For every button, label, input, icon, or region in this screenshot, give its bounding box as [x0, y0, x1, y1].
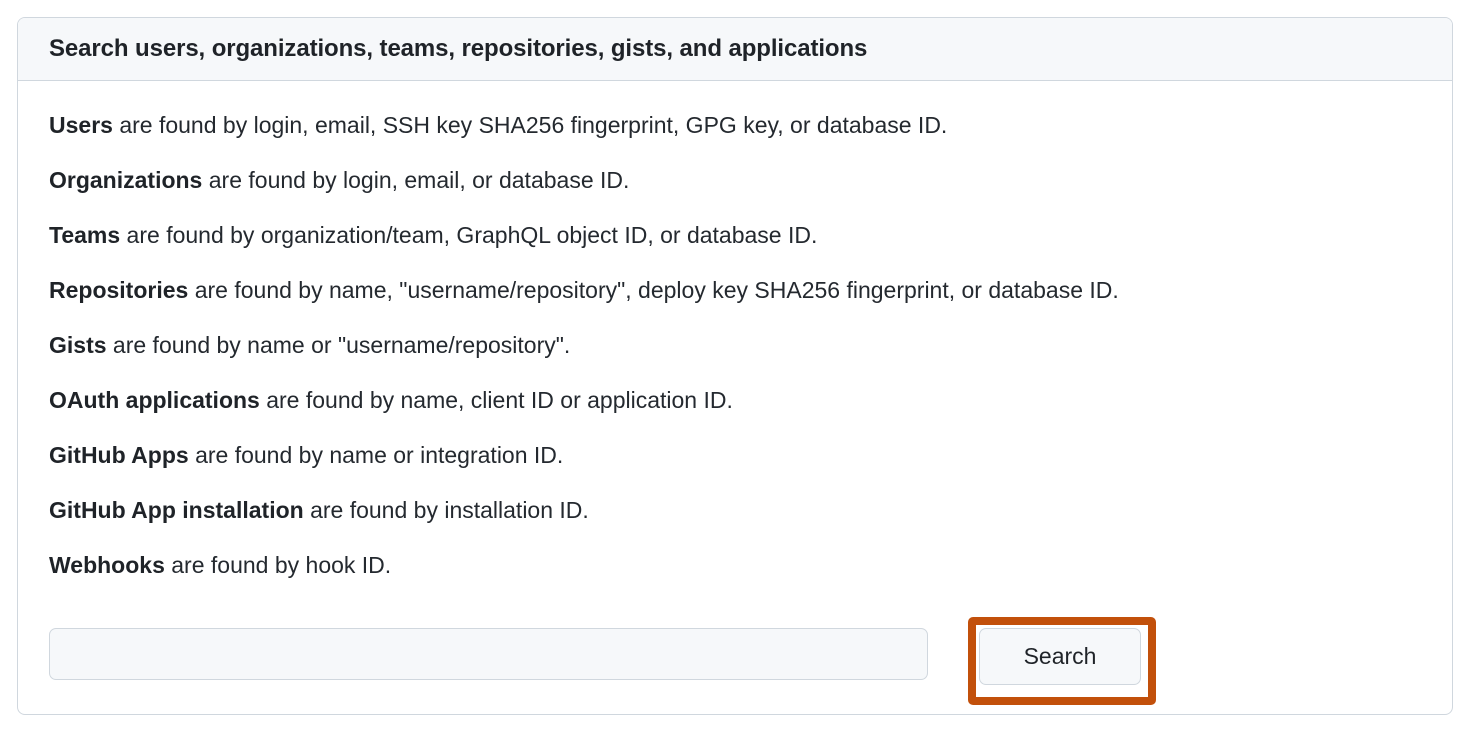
- term-teams-description: are found by organization/team, GraphQL …: [120, 222, 818, 248]
- term-gists: Gists: [49, 332, 107, 358]
- term-github-app-installation: GitHub App installation: [49, 497, 304, 523]
- term-github-apps-description: are found by name or integration ID.: [188, 442, 564, 468]
- term-webhooks: Webhooks: [49, 552, 165, 578]
- search-row: Search: [49, 617, 1421, 705]
- description-line-gists: Gists are found by name or "username/rep…: [49, 318, 1421, 373]
- term-webhooks-description: are found by hook ID.: [164, 552, 392, 578]
- description-line-webhooks: Webhooks are found by hook ID.: [49, 538, 1421, 593]
- term-teams: Teams: [49, 222, 121, 248]
- description-line-github-app-installation: GitHub App installation are found by ins…: [49, 483, 1421, 538]
- term-users-description: are found by login, email, SSH key SHA25…: [112, 112, 948, 138]
- description-line-users: Users are found by login, email, SSH key…: [49, 98, 1421, 153]
- term-oauth-applications: OAuth applications: [49, 387, 260, 413]
- term-oauth-applications-description: are found by name, client ID or applicat…: [259, 387, 733, 413]
- term-users: Users: [49, 112, 113, 138]
- description-line-github-apps: GitHub Apps are found by name or integra…: [49, 428, 1421, 483]
- search-admin-card: Search users, organizations, teams, repo…: [17, 17, 1453, 715]
- term-repositories: Repositories: [49, 277, 189, 303]
- term-organizations: Organizations: [49, 167, 203, 193]
- search-button-highlight-outline: [968, 617, 1156, 705]
- search-input[interactable]: [49, 628, 928, 680]
- search-button[interactable]: Search: [979, 628, 1141, 685]
- term-github-apps: GitHub Apps: [49, 442, 189, 468]
- description-line-repositories: Repositories are found by name, "usernam…: [49, 263, 1421, 318]
- term-gists-description: are found by name or "username/repositor…: [106, 332, 571, 358]
- term-organizations-description: are found by login, email, or database I…: [202, 167, 630, 193]
- card-body: Users are found by login, email, SSH key…: [18, 81, 1452, 705]
- card-header: Search users, organizations, teams, repo…: [18, 18, 1452, 81]
- description-line-teams: Teams are found by organization/team, Gr…: [49, 208, 1421, 263]
- term-repositories-description: are found by name, "username/repository"…: [188, 277, 1119, 303]
- description-line-organizations: Organizations are found by login, email,…: [49, 153, 1421, 208]
- description-line-oauth-applications: OAuth applications are found by name, cl…: [49, 373, 1421, 428]
- page-title: Search users, organizations, teams, repo…: [49, 35, 868, 62]
- term-github-app-installation-description: are found by installation ID.: [303, 497, 589, 523]
